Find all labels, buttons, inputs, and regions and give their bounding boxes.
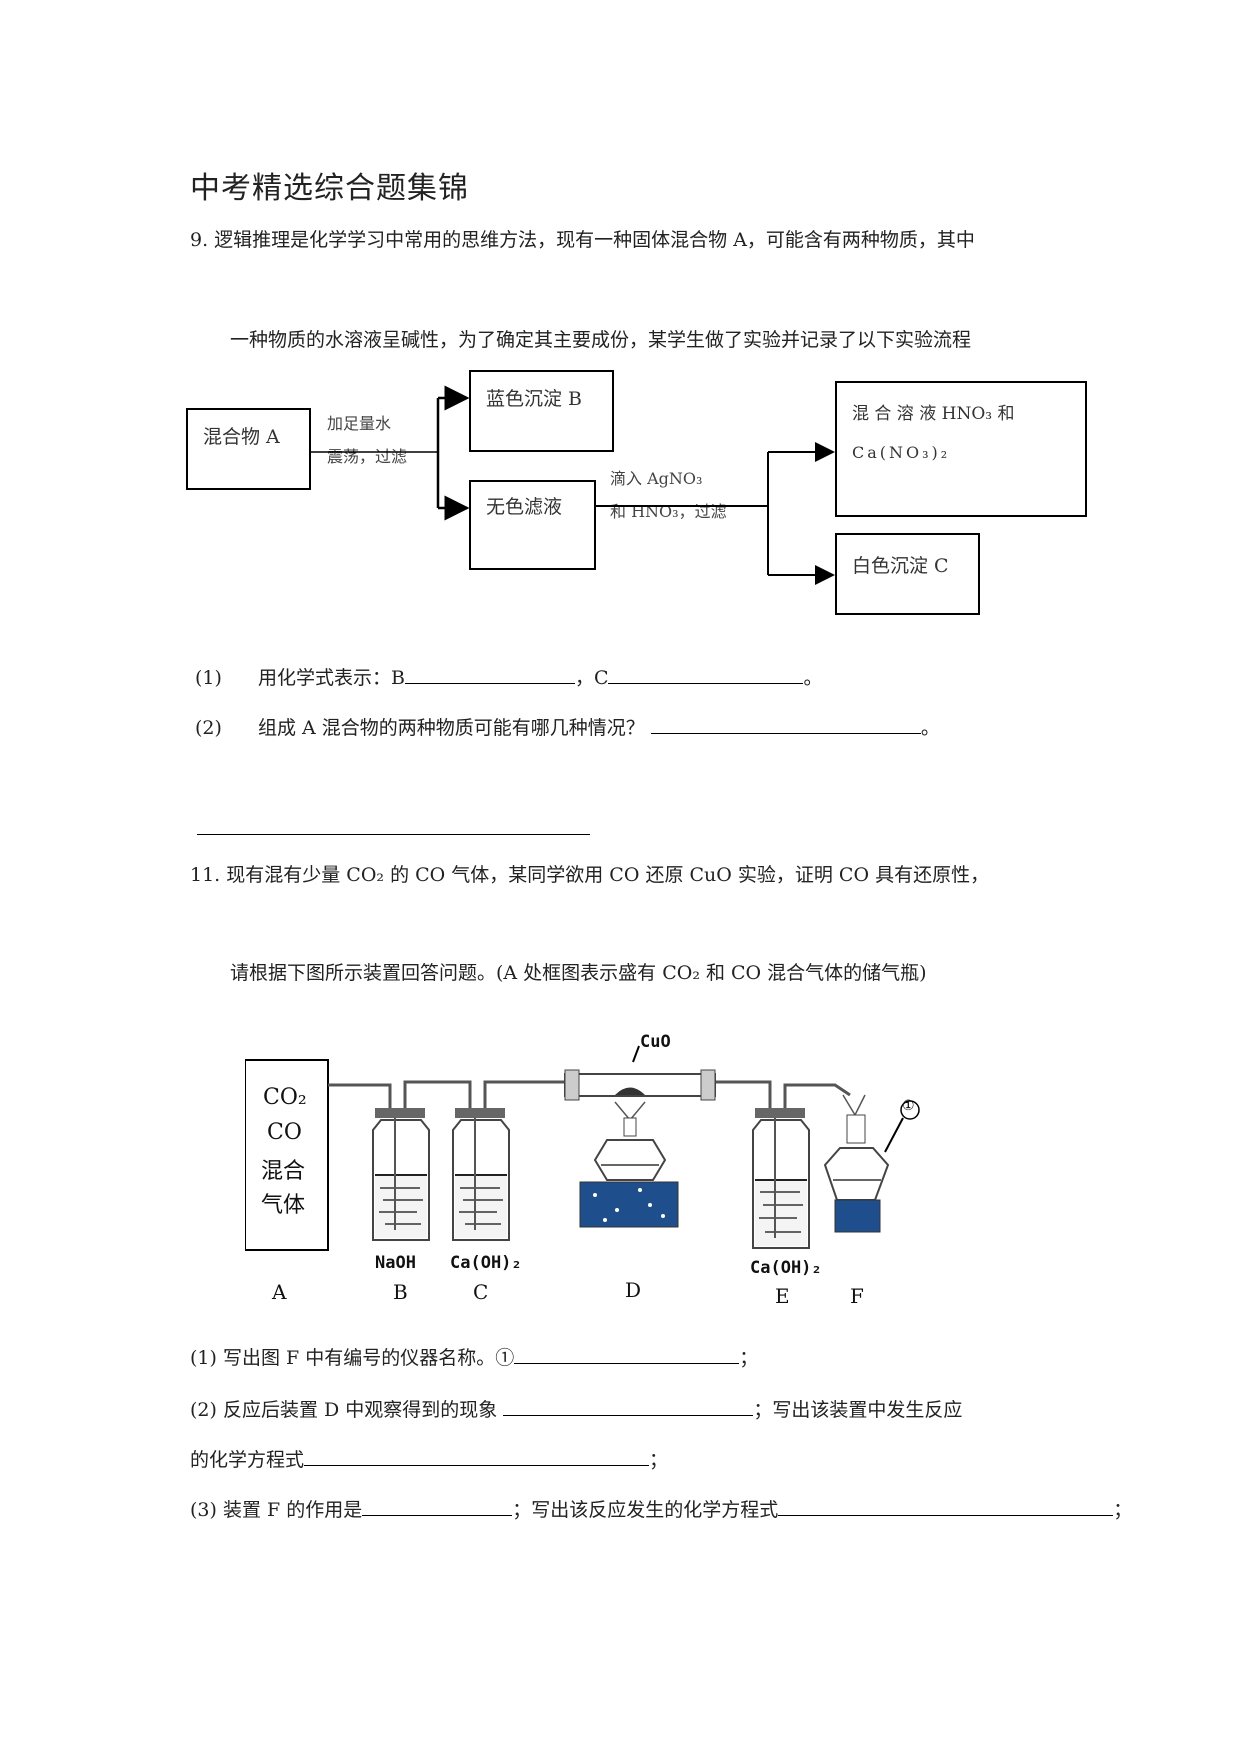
lamp-base-d xyxy=(579,1181,679,1228)
circle-number-1: ① xyxy=(902,1098,915,1114)
q11-sub3-mid: ；写出该反应发生的化学方程式 xyxy=(512,1499,779,1521)
answer-blank-phenomenon[interactable] xyxy=(503,1395,754,1416)
wash-bottle-b xyxy=(372,1108,430,1241)
letter-b: B xyxy=(393,1280,408,1304)
box-c-label: 白色沉淀 C xyxy=(852,555,949,577)
flow-connectors xyxy=(311,385,835,585)
reagent-e: Ca(OH)₂ xyxy=(750,1258,822,1278)
box-mixed-line2: Ca(NO₃)₂ xyxy=(852,443,951,462)
letter-a: A xyxy=(272,1280,287,1304)
alcohol-lamp-d xyxy=(579,1101,679,1228)
q9-sub2-end: 。 xyxy=(920,717,940,739)
gas-storage-box-a xyxy=(244,1059,329,1251)
answer-blank-b[interactable] xyxy=(404,663,575,684)
box-a-line-mix: 混合 xyxy=(261,1159,306,1184)
q9-sub1-text: 用化学式表示：B xyxy=(257,667,405,689)
q11-line1: 11. 现有混有少量 CO₂ 的 CO 气体，某同学欲用 CO 还原 CuO 实… xyxy=(190,864,990,886)
q9-sub1-sep: ，C xyxy=(574,667,609,689)
box-colorless-filtrate: 无色滤液 xyxy=(469,480,596,570)
q11-sub2-mid: ；写出该装置中发生反应 xyxy=(753,1399,963,1421)
q11-sub3: (3) 装置 F 的作用是 ；写出该反应发生的化学方程式 ； xyxy=(190,1495,1132,1522)
answer-blank-instrument[interactable] xyxy=(514,1343,740,1364)
box-mixed-solution: 混 合 溶 液 HNO₃ 和 Ca(NO₃)₂ xyxy=(835,381,1087,517)
lamp-base-f xyxy=(834,1199,881,1233)
box-b-label: 蓝色沉淀 B xyxy=(486,388,583,410)
wash-bottle-c xyxy=(452,1108,510,1241)
letter-e: E xyxy=(775,1284,790,1308)
apparatus-drawing xyxy=(244,1045,920,1251)
box-mixture-a-label: 混合物 A xyxy=(203,426,280,448)
q11-sub1-end: ； xyxy=(739,1347,759,1369)
letter-d: D xyxy=(625,1278,642,1302)
reagent-c: Ca(OH)₂ xyxy=(450,1253,522,1273)
letter-f: F xyxy=(850,1284,864,1308)
step2-label-line1: 滴入 AgNO₃ xyxy=(610,469,703,488)
q11-sub3-text: (3) 装置 F 的作用是 xyxy=(190,1499,363,1521)
alcohol-lamp-f xyxy=(823,1094,920,1233)
box-mixture-a: 混合物 A xyxy=(186,408,311,490)
answer-blank-purpose-f[interactable] xyxy=(362,1495,513,1516)
reagent-b: NaOH xyxy=(375,1253,416,1273)
q11-sub1-text: (1) 写出图 F 中有编号的仪器名称。① xyxy=(190,1347,515,1369)
q11-sub2-end: ； xyxy=(649,1449,669,1471)
tubing-d-e-f xyxy=(715,1080,851,1108)
box-a-line-co2: CO₂ xyxy=(263,1085,307,1110)
q11-line2: 请根据下图所示装置回答问题。(A 处框图表示盛有 CO₂ 和 CO 混合气体的储… xyxy=(230,962,927,984)
q9-sub1-number: (1) xyxy=(195,667,222,689)
box-blue-precipitate-b: 蓝色沉淀 B xyxy=(469,370,614,452)
tubing-ab-c xyxy=(328,1080,565,1108)
box-filtrate-label: 无色滤液 xyxy=(486,496,563,518)
wash-bottle-e xyxy=(752,1108,810,1249)
q9-line2: 一种物质的水溶液呈碱性，为了确定其主要成份，某学生做了实验并记录了以下实验流程 xyxy=(230,329,972,351)
pointer-line-1 xyxy=(884,1117,904,1153)
q9-sub1-end: 。 xyxy=(803,667,823,689)
q9-sub2-number: (2) xyxy=(195,717,222,739)
q11-sub1: (1) 写出图 F 中有编号的仪器名称。① ； xyxy=(190,1343,758,1370)
step1-label-line1: 加足量水 xyxy=(327,414,392,433)
circle-marker-1 xyxy=(900,1100,920,1120)
answer-blank-equation-f[interactable] xyxy=(778,1495,1114,1516)
q9-sub2-text: 组成 A 混合物的两种物质可能有哪几种情况？ xyxy=(257,717,645,739)
answer-blank-mixture[interactable] xyxy=(650,713,921,734)
q11-sub2-cont-text: 的化学方程式 xyxy=(190,1449,305,1471)
box-white-precipitate-c: 白色沉淀 C xyxy=(835,533,980,615)
cuo-label: CuO xyxy=(640,1032,671,1052)
q11-sub2-text: (2) 反应后装置 D 中观察得到的现象 xyxy=(190,1399,498,1421)
combustion-tube-d xyxy=(564,1045,716,1101)
box-a-line-co: CO xyxy=(267,1120,302,1145)
q9-sub1: (1) 用化学式表示：B ，C 。 xyxy=(195,663,823,690)
q11-sub3-end: ； xyxy=(1113,1499,1133,1521)
answer-blank-c[interactable] xyxy=(608,663,804,684)
box-mixed-line1: 混 合 溶 液 HNO₃ 和 xyxy=(852,404,1015,424)
answer-blank-mixture-cont[interactable] xyxy=(197,834,590,835)
q9-sub2: (2) 组成 A 混合物的两种物质可能有哪几种情况？ 。 xyxy=(195,713,940,740)
q9-line1: 9. 逻辑推理是化学学习中常用的思维方法，现有一种固体混合物 A，可能含有两种物… xyxy=(190,229,975,251)
apparatus-diagram: CO₂ CO 混合 气体 CuO ① NaOH Ca(OH)₂ Ca(OH)₂ … xyxy=(244,1032,925,1325)
q11-sub2-cont: 的化学方程式 ； xyxy=(190,1445,668,1472)
answer-blank-equation-d[interactable] xyxy=(304,1445,650,1466)
page-title: 中考精选综合题集锦 xyxy=(190,171,469,206)
q11-sub2: (2) 反应后装置 D 中观察得到的现象 ；写出该装置中发生反应 xyxy=(190,1395,962,1422)
box-a-line-gas: 气体 xyxy=(261,1193,306,1218)
letter-c: C xyxy=(473,1280,489,1304)
